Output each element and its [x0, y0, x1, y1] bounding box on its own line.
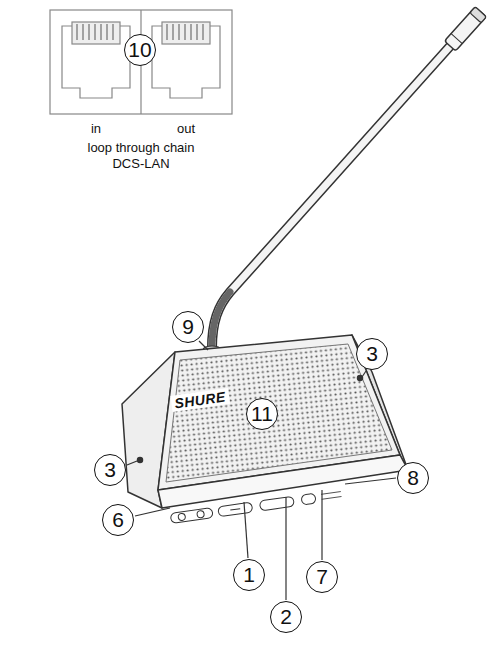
- callout-number-holder: 1: [233, 559, 265, 591]
- callout-number-holder: 3: [94, 454, 126, 486]
- base-unit: [122, 335, 408, 523]
- callout-number: 8: [397, 462, 429, 494]
- port-caption: loop through chain DCS-LAN: [80, 140, 202, 172]
- callout-number: 2: [270, 601, 302, 633]
- callout-number-holder: 7: [306, 561, 338, 593]
- callout-number: 3: [356, 338, 388, 370]
- callout-number: 6: [102, 504, 134, 536]
- port-label-holder: in: [89, 121, 103, 136]
- port-label: out: [175, 121, 197, 136]
- callout-number-holder: 9: [172, 311, 204, 343]
- callout-number: 11: [246, 398, 278, 430]
- leader-lines: [127, 341, 396, 600]
- callout-number: 9: [172, 311, 204, 343]
- callout-number: 7: [306, 561, 338, 593]
- connector-panel: [50, 10, 232, 114]
- callout-number-holder: 11: [246, 398, 278, 430]
- callout-number-holder: 10: [124, 34, 156, 66]
- callout-number: 1: [233, 559, 265, 591]
- callout-number: 10: [124, 34, 156, 66]
- callout-number-holder: 2: [270, 601, 302, 633]
- port-label: in: [89, 121, 103, 136]
- callout-number: 3: [94, 454, 126, 486]
- callout-number-holder: 6: [102, 504, 134, 536]
- callout-number-holder: 3: [356, 338, 388, 370]
- brand-logo-holder: SHURE: [171, 392, 229, 408]
- gooseneck: [203, 7, 486, 354]
- callout-number-holder: 8: [397, 462, 429, 494]
- port-caption-holder: loop through chain DCS-LAN: [80, 140, 202, 172]
- port-label-holder: out: [175, 121, 197, 136]
